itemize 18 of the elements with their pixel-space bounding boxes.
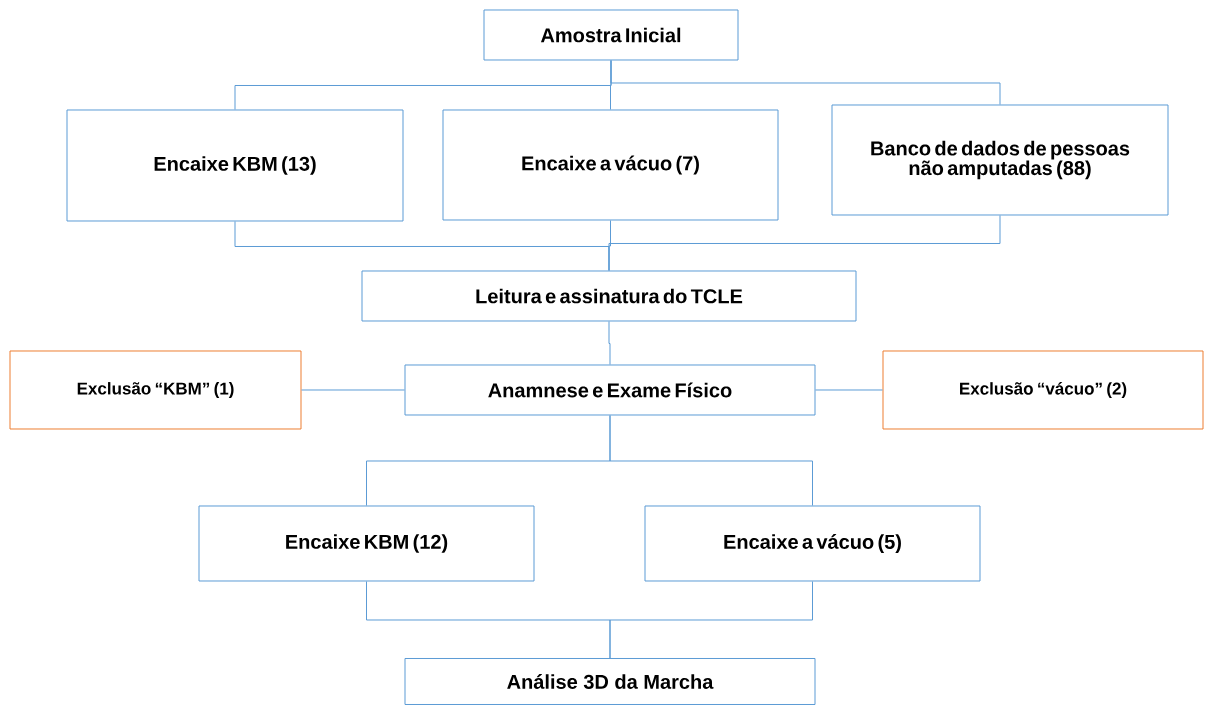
process-box: Encaixe KBM (12) [198, 505, 535, 582]
process-box: Leitura e assinatura do TCLE [361, 270, 857, 322]
connector-line [609, 415, 813, 506]
connector-line [301, 389, 405, 391]
process-box: Anamnese e Exame Físico [404, 364, 816, 416]
process-box: Análise 3D da Marcha [404, 658, 816, 705]
process-box: Encaixe a vácuo (7) [442, 109, 779, 221]
connector-line [609, 581, 813, 659]
connector-line [815, 389, 883, 391]
process-box: Banco de dados de pessoas não amputadas (88) [831, 104, 1169, 216]
process-box: Amostra Inicial [483, 9, 739, 61]
connector-line [610, 60, 1001, 105]
connector-line [608, 321, 611, 365]
exclusion-box: Exclusão “KBM” (1) [9, 350, 302, 430]
exclusion-box: Exclusão “vácuo” (2) [882, 350, 1204, 430]
connector-line [608, 215, 1001, 271]
process-box: Encaixe a vácuo (5) [644, 505, 981, 582]
process-box: Encaixe KBM (13) [66, 109, 404, 222]
